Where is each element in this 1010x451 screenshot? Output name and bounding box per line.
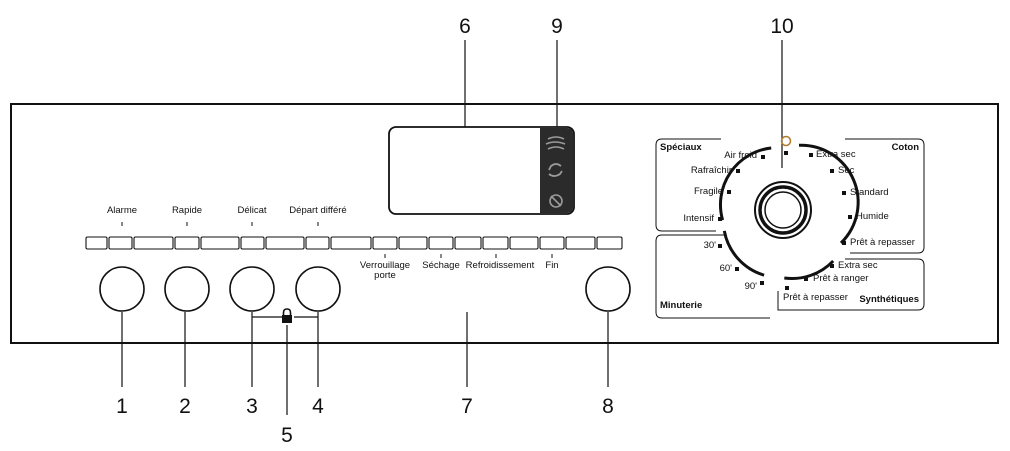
alarm-label: Alarme xyxy=(106,205,138,216)
synthetic-arc xyxy=(784,259,835,281)
program-knob-ring xyxy=(758,185,808,235)
dry-stream-icon xyxy=(545,136,566,150)
strip-segment xyxy=(454,236,482,250)
program-knob[interactable] xyxy=(764,191,802,229)
cotton-option-dry: Sec xyxy=(838,165,855,176)
cooling-indicator-label: Refroidissement xyxy=(465,260,535,271)
indicator-strip xyxy=(85,236,623,250)
strip-segment xyxy=(482,236,509,250)
strip-segment xyxy=(265,236,305,250)
special-option-intensive: Intensif xyxy=(683,213,714,224)
cotton-option-extra-dry: Extra sec xyxy=(816,149,856,160)
special-group-title: Spéciaux xyxy=(660,142,702,153)
synthetic-group-box xyxy=(777,258,925,311)
callout-3: 3 xyxy=(246,395,258,418)
label-ticks xyxy=(121,222,553,258)
strip-segment xyxy=(596,236,623,250)
callout-10: 10 xyxy=(770,15,794,38)
delay-start-label: Départ différé xyxy=(289,205,347,216)
special-option-cold-air: Air froid xyxy=(724,150,757,161)
strip-segment xyxy=(108,236,133,250)
timer-group-title: Minuterie xyxy=(660,300,703,311)
delicate-button[interactable] xyxy=(229,266,275,312)
delicate-label: Délicat xyxy=(237,205,267,216)
synthetic-option-extra-dry: Extra sec xyxy=(838,260,878,271)
display-screen xyxy=(388,126,575,215)
strip-segment xyxy=(240,236,265,250)
timer-option-60: 60' xyxy=(719,263,732,274)
strip-segment xyxy=(428,236,454,250)
special-group-box xyxy=(655,138,721,232)
lock-icon xyxy=(282,308,292,323)
timer-arc xyxy=(722,230,765,277)
special-option-fragile: Fragile xyxy=(693,186,723,197)
delay-start-button[interactable] xyxy=(295,266,341,312)
door-lock-indicator-label: Verrouillage porte xyxy=(359,260,411,282)
synthetic-group-title: Synthétiques xyxy=(859,294,919,305)
door-lock-label-line2: porte xyxy=(374,270,396,282)
cotton-group-title: Coton xyxy=(891,142,919,153)
callout-7: 7 xyxy=(461,395,473,418)
callout-6: 6 xyxy=(459,15,471,38)
display-icon-strip xyxy=(540,128,573,213)
strip-segment xyxy=(330,236,372,250)
timer-group-box xyxy=(655,234,770,319)
callout-1: 1 xyxy=(116,395,128,418)
control-panel-outline xyxy=(10,103,999,344)
strip-segment xyxy=(539,236,565,250)
strip-segment xyxy=(174,236,200,250)
special-arc xyxy=(719,146,772,221)
quick-button[interactable] xyxy=(164,266,210,312)
strip-segment xyxy=(372,236,398,250)
callout-8: 8 xyxy=(602,395,614,418)
cotton-group-box xyxy=(845,138,925,254)
callout-5: 5 xyxy=(281,424,293,447)
strip-segment xyxy=(305,236,330,250)
cotton-arc xyxy=(798,143,860,245)
cotton-option-standard: Standard xyxy=(850,187,889,198)
knob-indicator-ring xyxy=(780,135,792,147)
strip-segment xyxy=(200,236,240,250)
start-pause-button[interactable] xyxy=(585,266,631,312)
strip-segment xyxy=(133,236,174,250)
special-option-refresh: Rafraîchir xyxy=(690,165,732,176)
synthetic-option-ready-to-store: Prêt à ranger xyxy=(813,273,869,284)
cotton-option-iron-ready: Prêt à repasser xyxy=(850,237,915,248)
timer-option-30: 30' xyxy=(703,240,716,251)
alarm-button[interactable] xyxy=(99,266,145,312)
strip-segment xyxy=(398,236,428,250)
synthetic-option-iron-ready: Prêt à repasser xyxy=(783,292,848,303)
drying-indicator-label: Séchage xyxy=(422,260,460,271)
option-dots xyxy=(718,151,852,290)
callout-4: 4 xyxy=(312,395,324,418)
timer-option-90: 90' xyxy=(744,281,757,292)
callout-2: 2 xyxy=(179,395,191,418)
leader-lines xyxy=(121,40,783,415)
no-dry-icon xyxy=(549,194,563,208)
strip-segment xyxy=(85,236,108,250)
door-lock-label-line1: Verrouillage xyxy=(359,260,411,271)
end-indicator-label: Fin xyxy=(545,260,559,271)
callout-9: 9 xyxy=(551,15,563,38)
quick-label: Rapide xyxy=(171,205,203,216)
refresh-icon xyxy=(548,163,563,177)
strip-segment xyxy=(565,236,596,250)
strip-segment xyxy=(509,236,539,250)
cotton-option-damp: Humide xyxy=(856,211,889,222)
